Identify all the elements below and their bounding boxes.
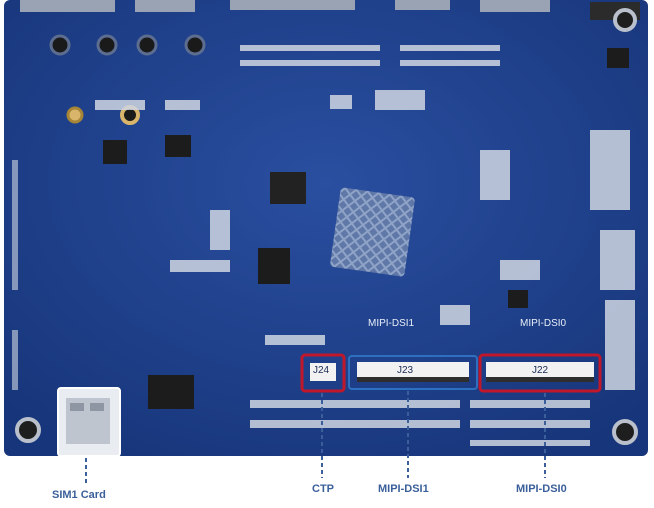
shield-block bbox=[330, 187, 415, 277]
pcb bbox=[4, 0, 648, 456]
ic-chips bbox=[103, 48, 629, 409]
j23-ref: J23 bbox=[397, 365, 414, 376]
callout-lines bbox=[85, 391, 546, 485]
passive-components bbox=[95, 45, 635, 446]
j23-connector bbox=[348, 355, 478, 390]
callout-sim1-card: SIM1 Card bbox=[52, 489, 106, 501]
j22-ref: J22 bbox=[532, 365, 549, 376]
silk-mipi-dsi1: MIPI-DSI1 bbox=[368, 318, 415, 329]
mounting-holes bbox=[15, 8, 638, 445]
j24-ref: J24 bbox=[313, 365, 330, 376]
silk-mipi-dsi0: MIPI-DSI0 bbox=[520, 318, 567, 329]
jack-holes bbox=[49, 34, 206, 125]
sim-card-slot bbox=[57, 387, 121, 457]
left-edge-pins bbox=[12, 160, 18, 390]
j24-connector bbox=[300, 353, 346, 393]
j22-connector bbox=[478, 353, 602, 393]
callout-mipi-dsi0: MIPI-DSI0 bbox=[516, 483, 567, 495]
callout-mipi-dsi1: MIPI-DSI1 bbox=[378, 483, 429, 495]
callout-ctp: CTP bbox=[312, 483, 334, 495]
